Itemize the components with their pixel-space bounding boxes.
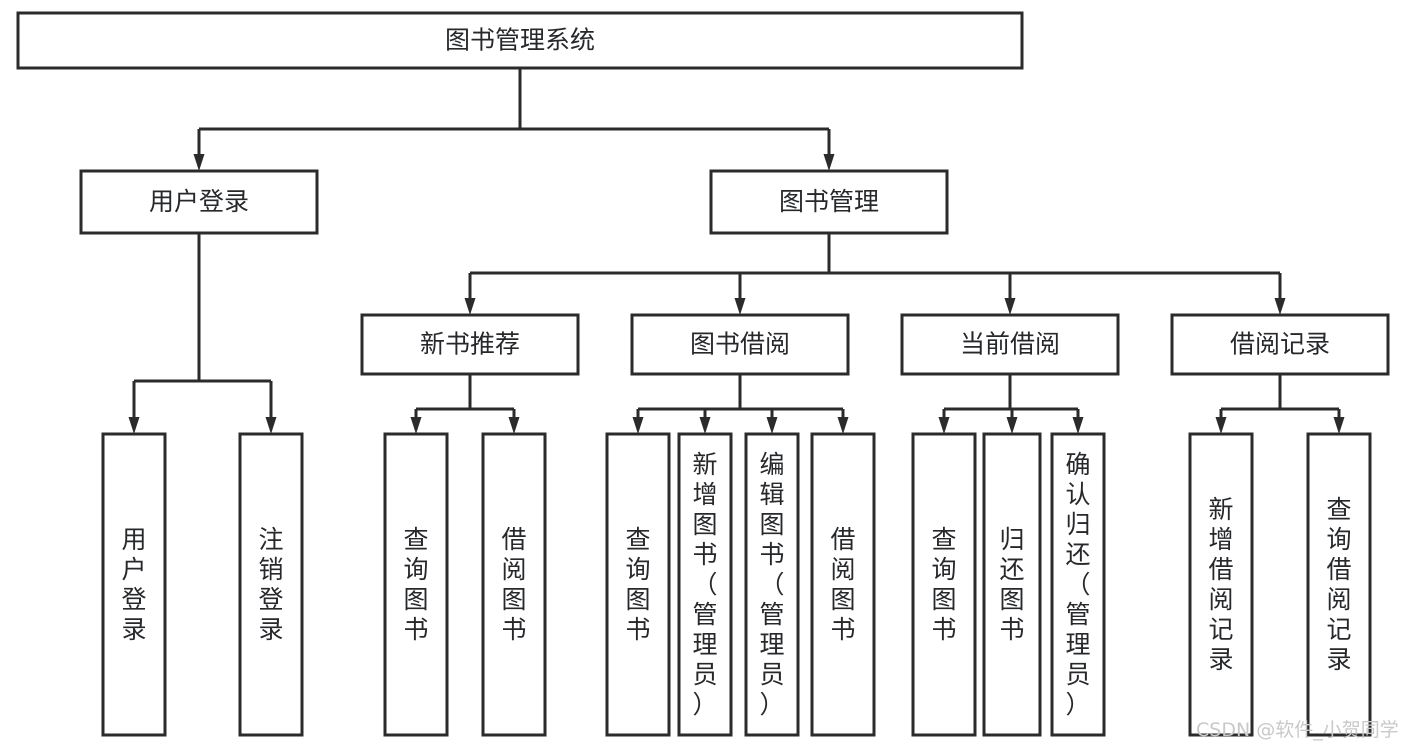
csdn-watermark: CSDN @软件_小贺同学 <box>1196 719 1399 741</box>
arrow-head <box>1006 417 1018 434</box>
node-root-图书管理系统[interactable]: 图书管理系统 <box>16 11 1024 70</box>
arrow-head <box>632 417 644 434</box>
node-box-rect <box>101 432 167 737</box>
node-box-rect <box>900 313 1120 376</box>
node-leaf-borrow-book-1[interactable]: 借阅图书 <box>481 432 547 737</box>
arrow-head <box>699 417 711 434</box>
arrow-head <box>1004 298 1016 315</box>
node-leaf-logout[interactable]: 注销登录 <box>238 432 304 737</box>
arrow-head <box>837 417 849 434</box>
node-box-rect <box>238 432 304 737</box>
node-leaf-edit-book[interactable]: 编辑图书（管理员） <box>744 432 800 737</box>
connectors-layer <box>128 68 1345 434</box>
node-current-borrow[interactable]: 当前借阅 <box>900 313 1120 376</box>
node-label: 借阅图书 <box>830 525 855 644</box>
arrow-head <box>938 417 950 434</box>
node-box-rect <box>1170 313 1390 376</box>
node-label: 图书管理系统 <box>445 26 595 55</box>
arrow-head <box>265 417 277 434</box>
node-label: 查询图书 <box>625 525 650 644</box>
arrow-head <box>1072 417 1084 434</box>
node-box-rect <box>16 11 1024 70</box>
arrow-head <box>1274 298 1286 315</box>
node-book-borrow[interactable]: 图书借阅 <box>630 313 850 376</box>
node-label: 新增借阅记录 <box>1208 495 1233 674</box>
node-box-rect <box>1050 432 1106 737</box>
node-box-rect <box>79 169 319 235</box>
node-label: 用户登录 <box>121 525 146 644</box>
node-label: 新书推荐 <box>420 330 520 359</box>
arrow-head <box>766 417 778 434</box>
node-label: 当前借阅 <box>960 330 1060 359</box>
arrow-head <box>193 154 205 171</box>
node-label: 用户登录 <box>149 187 249 216</box>
node-leaf-query-book-1[interactable]: 查询图书 <box>383 432 449 737</box>
node-box-rect <box>360 313 580 376</box>
node-label: 注销登录 <box>258 525 283 644</box>
node-label: 借阅记录 <box>1230 330 1330 359</box>
node-leaf-query-book-3[interactable]: 查询图书 <box>911 432 977 737</box>
node-borrow-record[interactable]: 借阅记录 <box>1170 313 1390 376</box>
node-leaf-query-book-2[interactable]: 查询图书 <box>605 432 671 737</box>
node-box-rect <box>1188 432 1254 737</box>
node-label: 编辑图书（管理员） <box>759 450 784 719</box>
node-leaf-user-login[interactable]: 用户登录 <box>101 432 167 737</box>
arrow-head <box>1333 417 1345 434</box>
node-box-rect <box>383 432 449 737</box>
node-leaf-add-book[interactable]: 新增图书（管理员） <box>677 432 733 737</box>
node-box-rect <box>481 432 547 737</box>
arrow-head <box>1215 417 1227 434</box>
node-leaf-confirm-return[interactable]: 确认归还（管理员） <box>1050 432 1106 737</box>
node-box-rect <box>810 432 876 737</box>
node-box-rect <box>709 169 949 235</box>
arrow-head <box>128 417 140 434</box>
node-label: 图书借阅 <box>690 330 790 359</box>
node-label: 查询图书 <box>403 525 428 644</box>
node-box-rect <box>911 432 977 737</box>
node-label: 查询借阅记录 <box>1326 495 1351 674</box>
node-leaf-return-book[interactable]: 归还图书 <box>982 432 1042 737</box>
node-leaf-query-record[interactable]: 查询借阅记录 <box>1306 432 1372 737</box>
node-leaf-add-record[interactable]: 新增借阅记录 <box>1188 432 1254 737</box>
nodes-layer: 图书管理系统用户登录图书管理新书推荐图书借阅当前借阅借阅记录用户登录注销登录查询… <box>16 11 1390 737</box>
node-label: 图书管理 <box>779 187 879 216</box>
node-label: 归还图书 <box>999 525 1024 644</box>
node-box-rect <box>982 432 1042 737</box>
node-label: 确认归还（管理员） <box>1065 450 1090 719</box>
node-new-book-recommend[interactable]: 新书推荐 <box>360 313 580 376</box>
node-book-manage[interactable]: 图书管理 <box>709 169 949 235</box>
node-box-rect <box>605 432 671 737</box>
arrow-head <box>410 417 422 434</box>
arrow-head <box>464 298 476 315</box>
node-leaf-borrow-book-2[interactable]: 借阅图书 <box>810 432 876 737</box>
node-box-rect <box>744 432 800 737</box>
node-label: 新增图书（管理员） <box>692 450 717 719</box>
node-user-login[interactable]: 用户登录 <box>79 169 319 235</box>
arrow-head <box>508 417 520 434</box>
node-label: 借阅图书 <box>501 525 526 644</box>
node-box-rect <box>1306 432 1372 737</box>
arrow-head <box>734 298 746 315</box>
node-box-rect <box>630 313 850 376</box>
node-box-rect <box>677 432 733 737</box>
arrow-head <box>823 154 835 171</box>
node-label: 查询图书 <box>931 525 956 644</box>
